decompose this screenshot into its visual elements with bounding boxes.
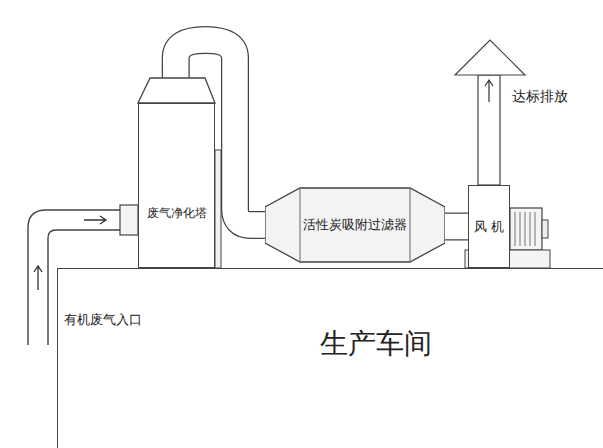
inlet-pipe — [48, 230, 122, 345]
node-label: 活性炭吸附过滤器 — [303, 217, 407, 233]
duct-pipe — [445, 226, 468, 227]
flow-arrow — [84, 216, 106, 224]
node-label: 风 机 — [474, 219, 504, 235]
tower-column — [215, 150, 221, 268]
tower-roof — [138, 78, 215, 103]
exhaust-stack — [478, 75, 500, 185]
motor-fins — [515, 212, 535, 246]
fan-motor — [510, 208, 542, 250]
tower-box: 废气净化塔 — [138, 103, 215, 268]
node-label: 生产车间 — [320, 327, 432, 361]
note-label: 达标排放 — [512, 88, 568, 106]
note-label: 有机废气入口 — [64, 311, 142, 329]
motor-cap — [542, 220, 548, 238]
exhaust-arrow — [455, 40, 525, 75]
workshop-region: 生产车间 — [57, 268, 603, 448]
node-label: 废气净化塔 — [147, 206, 207, 220]
flow-arrow — [485, 80, 493, 102]
filter-box: 活性炭吸附过滤器 — [265, 185, 445, 265]
fan-box: 风 机 — [468, 185, 510, 268]
flow-arrow — [34, 266, 42, 290]
pipe-flange — [120, 205, 138, 235]
